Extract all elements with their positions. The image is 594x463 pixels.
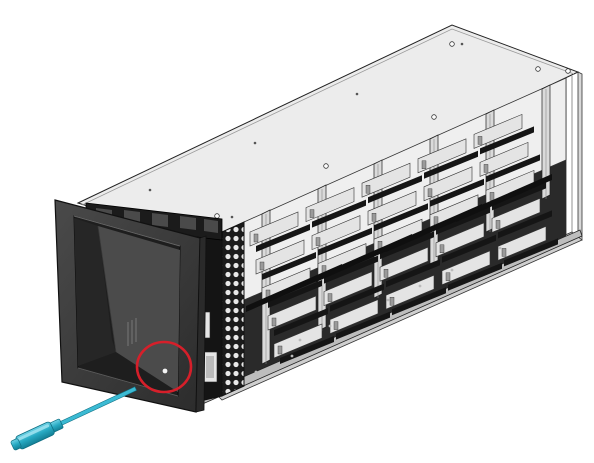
- drive-latch: [327, 293, 333, 302]
- drive-rail: [274, 308, 328, 336]
- drive-carrier: [367, 190, 417, 226]
- front-slot-row: [85, 202, 223, 241]
- drive-latch: [501, 248, 507, 257]
- drive-latch: [495, 220, 501, 229]
- floor-rail: [456, 174, 552, 222]
- drive-latch: [421, 160, 427, 170]
- drive-carrier: [473, 113, 523, 149]
- drive-rail: [368, 175, 422, 204]
- drive-carrier: [323, 271, 373, 307]
- drive-rail: [336, 311, 390, 340]
- drive-rail: [424, 150, 478, 179]
- drive-latch: [483, 164, 489, 173]
- drive-rail: [330, 283, 384, 312]
- drive-rail: [324, 255, 378, 284]
- floor-fastener: [254, 370, 258, 374]
- drive-latch: [477, 136, 483, 145]
- floor-fastener: [290, 354, 294, 358]
- drive-latch: [365, 184, 371, 194]
- floor-fastener: [450, 268, 454, 272]
- drive-rail: [312, 199, 366, 228]
- floor-fastener: [498, 246, 502, 250]
- drive-carrier: [491, 197, 541, 233]
- drive-latch: [439, 244, 445, 254]
- drive-rail: [492, 182, 546, 211]
- drive-latch: [333, 321, 339, 330]
- callout-circle-icon: [135, 340, 193, 394]
- drive-rail: [318, 227, 372, 256]
- bezel-release-hole: [162, 368, 168, 374]
- drive-rail: [256, 224, 310, 252]
- drive-latch: [259, 261, 265, 271]
- drive-carrier: [361, 162, 411, 198]
- drive-rail: [498, 210, 552, 239]
- drive-rail: [262, 252, 316, 280]
- eject-pin-tool-icon: [10, 386, 137, 451]
- drive-rail: [374, 203, 428, 232]
- drive-carrier: [435, 222, 485, 258]
- drive-rail: [430, 178, 484, 207]
- drive-latch: [253, 233, 259, 243]
- drive-carrier: [329, 299, 379, 335]
- drive-latch: [383, 269, 389, 278]
- drive-latch: [309, 209, 315, 218]
- drive-carrier: [255, 239, 305, 275]
- drive-carrier: [423, 166, 473, 202]
- drive-rail: [386, 259, 440, 288]
- drive-rail: [486, 154, 540, 183]
- drive-rail: [280, 336, 334, 364]
- drive-carrier: [479, 141, 529, 177]
- drive-carrier: [311, 215, 361, 251]
- floor-fastener: [386, 298, 390, 302]
- drive-carrier: [385, 274, 435, 310]
- drive-latch: [427, 188, 433, 198]
- drive-carrier: [249, 211, 299, 247]
- drive-rail: [392, 287, 446, 316]
- drive-latch: [271, 317, 277, 327]
- floor-fastener: [298, 338, 302, 342]
- drive-rail: [442, 234, 496, 263]
- drive-carrier: [267, 295, 317, 331]
- drive-latch: [389, 297, 395, 306]
- drive-carrier: [379, 246, 429, 282]
- drive-carrier: [305, 187, 355, 223]
- front-bezel: [54, 199, 207, 413]
- drive-rail: [268, 280, 322, 308]
- drive-rail: [380, 231, 434, 260]
- drive-bay-array: [243, 77, 567, 374]
- drive-carrier: [441, 250, 491, 286]
- drive-carrier: [273, 323, 323, 359]
- drive-latch: [371, 212, 377, 222]
- chassis-rear-frame: [565, 71, 583, 241]
- floor-fastener: [418, 284, 422, 288]
- drive-latch: [489, 192, 495, 201]
- drive-rail: [480, 126, 534, 155]
- drive-carrier: [417, 138, 467, 174]
- drive-rail: [504, 238, 558, 267]
- drive-latch: [315, 237, 321, 246]
- drive-carrier: [497, 225, 547, 261]
- drive-latch: [277, 345, 283, 355]
- floor-fastener: [328, 324, 332, 328]
- drive-latch: [445, 272, 451, 281]
- drive-rail: [448, 262, 502, 291]
- drive-rail: [436, 206, 490, 235]
